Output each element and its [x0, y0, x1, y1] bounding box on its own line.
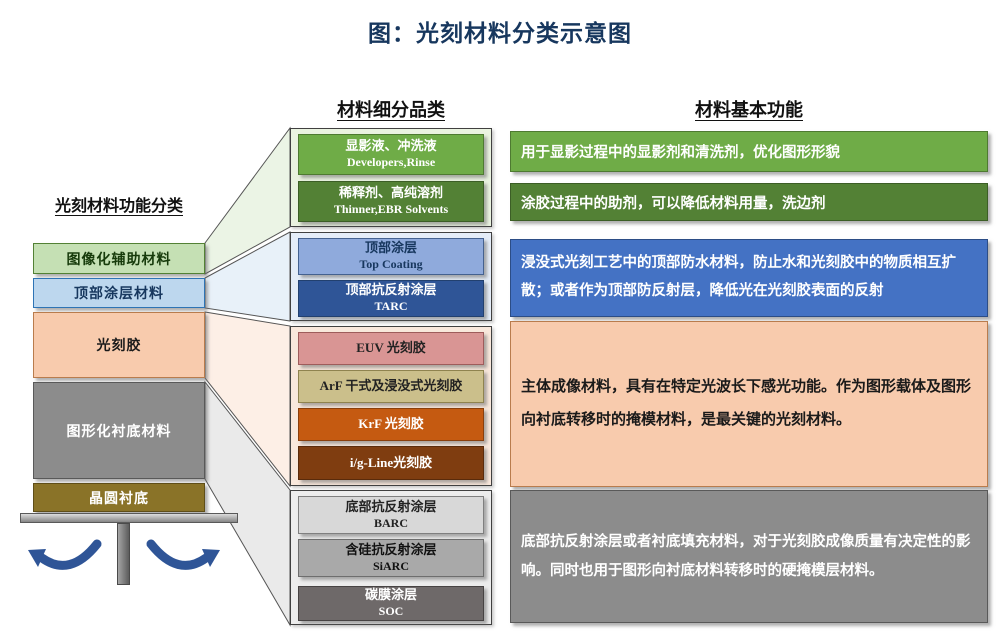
diagram-title: 图：光刻材料分类示意图: [368, 21, 632, 46]
function-photoresist: 主体成像材料，具有在特定光波长下感光功能。作为图形载体及图形向衬底转移时的掩模材…: [510, 321, 988, 487]
connector-fan-imaging-auxiliary: [204, 126, 291, 275]
subcategory-label-en: TARC: [374, 299, 408, 314]
stack-layer-wafer-substrate: 晶圆衬底: [33, 483, 205, 512]
stack-layer-label: 图像化辅助材料: [66, 252, 172, 268]
subcategory-label-en: Developers,Rinse: [346, 155, 436, 170]
subcategory-label-cn: 底部抗反射涂层: [345, 498, 437, 514]
function-text: 浸没式光刻工艺中的顶部防水材料，防止水和光刻胶中的物质相互扩散；或者作为顶部防反…: [521, 255, 956, 299]
subcategory-label-cn: 含硅抗反射涂层: [345, 541, 437, 557]
spin-coater-stem: [117, 523, 130, 585]
subcategory-label-cn: EUV 光刻胶: [356, 340, 426, 356]
stack-layer-label: 晶圆衬底: [89, 491, 149, 507]
subcategory-label-en: SiARC: [372, 558, 409, 573]
subcategory-euv-resist: EUV 光刻胶: [298, 332, 484, 365]
subcategory-developers-rinse: 显影液、冲洗液 Developers,Rinse: [298, 134, 484, 175]
subcategory-label-cn: 稀释剂、高纯溶剂: [338, 185, 443, 201]
function-text: 涂胶过程中的助剂，可以降低材料用量，洗边剂: [521, 195, 826, 212]
subcategory-label-cn: ArF 干式及浸没式光刻胶: [319, 378, 463, 394]
stack-layer-photoresist: 光刻胶: [33, 312, 205, 378]
subcategory-label-cn: 顶部涂层: [364, 240, 417, 256]
subcategory-label-cn: 碳膜涂层: [364, 587, 417, 603]
function-thinner: 涂胶过程中的助剂，可以降低材料用量，洗边剂: [510, 183, 988, 221]
function-substrate: 底部抗反射涂层或者衬底填充材料，对于光刻胶成像质量有决定性的影响。同时也用于图形…: [510, 490, 988, 623]
subcategory-label-cn: i/g-Line光刻胶: [349, 454, 433, 470]
subcategory-ig-line-resist: i/g-Line光刻胶: [298, 446, 484, 480]
subcategory-arf-resist: ArF 干式及浸没式光刻胶: [298, 370, 484, 403]
stack-layer-imaging-auxiliary: 图像化辅助材料: [33, 243, 205, 274]
function-top-coating: 浸没式光刻工艺中的顶部防水材料，防止水和光刻胶中的物质相互扩散；或者作为顶部防反…: [510, 239, 988, 317]
left-column-header: 光刻材料功能分类: [54, 198, 183, 215]
subcategory-top-coating: 顶部涂层 Top Coating: [298, 238, 484, 275]
spin-arrow-left-head-icon: [28, 549, 46, 567]
subcategory-siarc: 含硅抗反射涂层 SiARC: [298, 539, 484, 577]
subcategory-krf-resist: KrF 光刻胶: [298, 408, 484, 441]
right-column-header: 材料基本功能: [695, 100, 803, 120]
connector-fan-top-coating: [204, 231, 291, 322]
stack-layer-substrate-materials: 图形化衬底材料: [33, 382, 205, 479]
function-developers: 用于显影过程中的显影剂和清洗剂，优化图形形貌: [510, 131, 988, 172]
subcategory-barc: 底部抗反射涂层 BARC: [298, 496, 484, 534]
spin-arrow-right-head-icon: [202, 549, 220, 567]
subcategory-tarc: 顶部抗反射涂层 TARC: [298, 280, 484, 317]
connector-fan-photoresist: [204, 311, 291, 488]
subcategory-soc: 碳膜涂层 SOC: [298, 586, 484, 621]
subcategory-label-cn: KrF 光刻胶: [358, 416, 424, 432]
function-text: 底部抗反射涂层或者衬底填充材料，对于光刻胶成像质量有决定性的影响。同时也用于图形…: [521, 533, 971, 579]
function-text: 用于显影过程中的显影剂和清洗剂，优化图形形貌: [521, 145, 840, 161]
spin-arrow-right-icon: [146, 539, 211, 570]
subcategory-label-cn: 顶部抗反射涂层: [345, 282, 437, 298]
subcategory-label-en: SOC: [378, 604, 404, 619]
subcategory-label-en: Top Coating: [359, 257, 423, 272]
middle-column-header: 材料细分品类: [337, 100, 445, 120]
spin-arrow-left-icon: [37, 539, 102, 570]
subcategory-label-cn: 显影液、冲洗液: [345, 138, 437, 154]
function-text: 主体成像材料，具有在特定光波长下感光功能。作为图形载体及图形向衬底转移时的掩模材…: [521, 379, 972, 428]
spin-coater-chuck: [20, 513, 238, 523]
stack-layer-label: 图形化衬底材料: [66, 424, 172, 440]
subcategory-label-en: Thinner,EBR Solvents: [333, 202, 449, 217]
stack-layer-label: 光刻胶: [96, 339, 142, 354]
stack-layer-label: 顶部涂层材料: [74, 287, 164, 302]
subcategory-thinner-ebr: 稀释剂、高纯溶剂 Thinner,EBR Solvents: [298, 181, 484, 222]
subcategory-label-en: BARC: [373, 515, 408, 530]
connector-fan-substrate: [204, 380, 291, 627]
stack-layer-top-coating: 顶部涂层材料: [33, 278, 205, 308]
